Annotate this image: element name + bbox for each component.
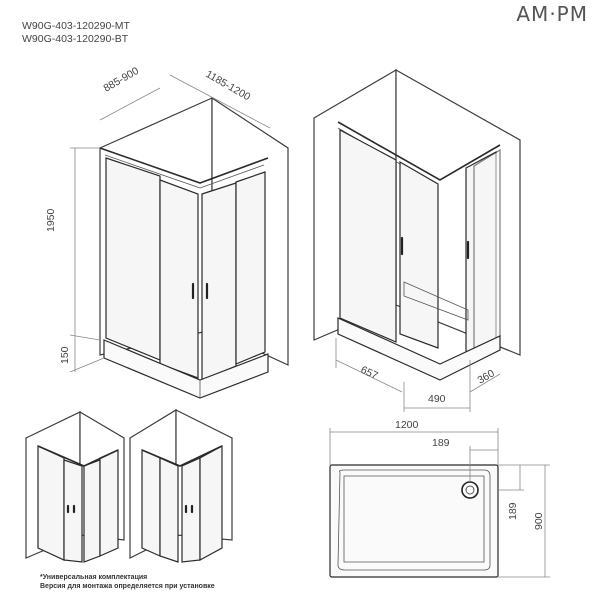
model-code-bt: W90G-403-120290-BT [22,33,129,45]
tray-plan-drawing: 1200 189 189 900 [329,419,550,578]
variant-left-drawing [25,410,125,563]
variant-right-drawing [129,408,233,563]
fixed-panel-open [339,128,397,343]
tray-outline [329,464,499,578]
shower-tray-open [337,317,501,381]
side-sliding-door [201,182,237,381]
drain-hole [461,481,479,499]
dim-tray-height: 150 [59,346,71,364]
top-frame [99,147,269,184]
front-sliding-door [159,179,199,379]
dim-depth-range: 885-900 [102,65,142,95]
note-line-2: Версия для монтажа определяется при уста… [40,583,215,590]
dim-tray-width: 1200 [395,419,419,431]
tray-inner-basin [343,475,485,563]
front-fixed-panel [105,157,161,361]
brand-logo: AM·PM [516,2,588,26]
open-enclosure-drawing: 657 490 360 [313,68,521,412]
door-open-left [399,160,439,349]
model-code-mt: W90G-403-120290-MT [22,20,130,32]
dim-door-width: 490 [428,393,446,405]
installation-note: *Универсальная комплектация Версия для м… [40,573,215,591]
door-open-right [473,148,501,352]
dim-drain-offset-x: 189 [432,437,450,449]
dim-side-opening: 360 [476,367,497,386]
dim-drain-offset-y: 189 [507,502,519,520]
side-fixed-panel [235,171,266,365]
model-list: W90G-403-120290-MT W90G-403-120290-BT [22,20,130,46]
note-line-1: *Универсальная комплектация [40,574,148,581]
main-enclosure-drawing: 885-900 1185-1200 1950 150 [45,65,289,399]
dim-height: 1950 [45,208,57,232]
dim-tray-depth: 900 [533,512,545,530]
